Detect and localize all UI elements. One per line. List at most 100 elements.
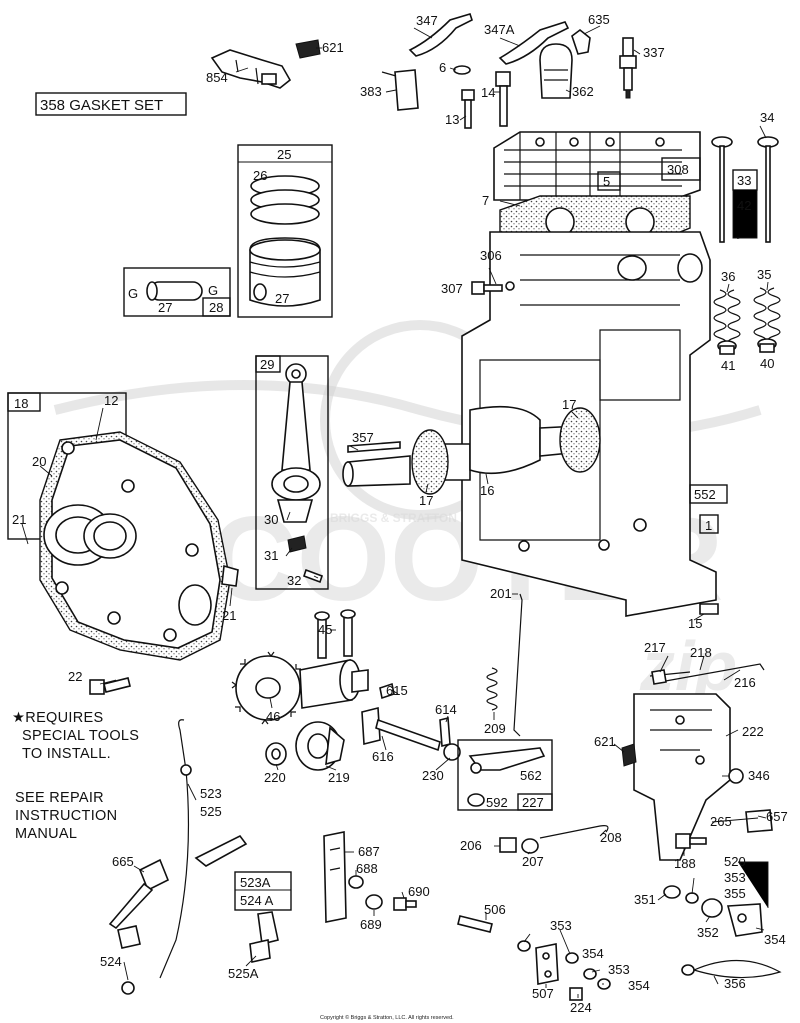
part-621-clip-lower — [621, 743, 637, 767]
note-repair-manual-line-2: INSTRUCTION — [15, 808, 117, 824]
callout-506: 506 — [484, 902, 506, 917]
callout-354-mid: 354 — [582, 946, 604, 961]
callout-box-18-tag — [7, 392, 41, 412]
callout-357: 357 — [352, 430, 374, 445]
callout-box-28 — [202, 297, 231, 317]
callout-34: 34 — [760, 110, 774, 125]
part-525a-sensor — [249, 911, 279, 963]
callout-21-right: 21 — [222, 608, 236, 623]
part-36-spring — [713, 289, 741, 347]
callout-20: 20 — [32, 454, 46, 469]
callout-355: 355 — [724, 886, 746, 901]
part-688-nut — [348, 875, 364, 889]
callout-209: 209 — [484, 721, 506, 736]
callout-box-wrist-pin — [123, 267, 231, 317]
note-special-tools-line-3: TO INSTALL. — [22, 746, 111, 762]
callout-28: 28 — [209, 300, 223, 315]
callout-46: 46 — [266, 709, 280, 724]
callout-box-227 — [457, 739, 553, 811]
callout-524: 524 — [100, 954, 122, 969]
callout-32: 32 — [287, 573, 301, 588]
part-357-key — [347, 441, 401, 453]
callout-353-low: 353 — [608, 962, 630, 977]
note-special-tools-line-1: ★REQUIRES — [12, 710, 103, 726]
callout-524a: 524 A — [240, 893, 274, 908]
part-219-governor-gear — [295, 721, 345, 771]
callout-354-right: 354 — [764, 932, 786, 947]
callout-7: 7 — [482, 193, 489, 208]
callout-687: 687 — [358, 844, 380, 859]
callout-562: 562 — [520, 768, 542, 783]
part-507-plate — [535, 943, 559, 985]
callout-labels: 854 621 347 347A 635 337 6 383 14 362 13… — [12, 12, 788, 1015]
part-347-link — [408, 13, 473, 57]
part-6-washer — [453, 65, 471, 75]
part-40-retainer — [757, 338, 777, 353]
part-615-pin — [379, 682, 395, 700]
callout-15: 15 — [688, 616, 702, 631]
callout-31: 31 — [264, 548, 278, 563]
callout-27-pin: 27 — [158, 300, 172, 315]
callout-337: 337 — [643, 45, 665, 60]
part-230-washer — [443, 743, 461, 761]
callout-592: 592 — [486, 795, 508, 810]
callout-616: 616 — [372, 749, 394, 764]
callout-22: 22 — [68, 669, 82, 684]
callout-621-top: 621 — [322, 40, 344, 55]
callout-383: 383 — [360, 84, 382, 99]
part-665-sensor — [108, 858, 170, 930]
callout-307: 307 — [441, 281, 463, 296]
callout-33: 33 — [737, 173, 751, 188]
callout-230: 230 — [422, 768, 444, 783]
part-506-screw — [457, 915, 493, 933]
part-347a-link — [498, 21, 570, 65]
callout-308: 308 — [667, 162, 689, 177]
callout-615: 615 — [386, 683, 408, 698]
callout-26: 26 — [253, 168, 267, 183]
part-621-clip — [295, 39, 321, 59]
callout-227: 227 — [522, 795, 544, 810]
callout-box-523a — [234, 871, 292, 911]
callout-box-5 — [597, 171, 621, 191]
callout-45: 45 — [318, 622, 332, 637]
callout-16: 16 — [480, 483, 494, 498]
callout-1: 1 — [705, 518, 712, 533]
callout-362: 362 — [572, 84, 594, 99]
callout-25: 25 — [277, 147, 291, 162]
callout-525a: 525A — [228, 966, 259, 981]
callout-41: 41 — [721, 358, 735, 373]
part-29-connecting-rod — [271, 363, 321, 501]
callout-351: 351 — [634, 892, 656, 907]
callout-6: 6 — [439, 60, 446, 75]
part-35-spring — [753, 287, 781, 345]
part-32-bolt — [302, 568, 324, 584]
leader-lines — [21, 25, 769, 998]
part-224-screw — [569, 987, 583, 1001]
part-337-spark-plug — [619, 37, 637, 99]
part-21-seal-plug — [221, 564, 239, 587]
callout-657: 657 — [766, 809, 788, 824]
callout-5: 5 — [603, 174, 610, 189]
part-307-bolt — [471, 281, 503, 295]
note-repair-manual-line-3: MANUAL — [15, 826, 77, 842]
callout-218: 218 — [690, 645, 712, 660]
part-222-control-bracket — [633, 693, 731, 861]
callout-347: 347 — [416, 13, 438, 28]
part-616-governor-crank — [361, 706, 441, 752]
part-12-crankcase-cover — [39, 431, 231, 661]
callout-box-227-tag — [517, 793, 553, 811]
gasket-set-box — [35, 92, 187, 116]
part-687-bracket — [323, 831, 347, 923]
callout-356: 356 — [724, 976, 746, 991]
callout-352: 352 — [697, 925, 719, 940]
part-520-brake-assy — [663, 885, 763, 937]
callout-36: 36 — [721, 269, 735, 284]
watermark-brand-sub: zip — [639, 627, 737, 705]
callout-30: 30 — [264, 512, 278, 527]
part-690-screw — [393, 897, 417, 911]
callout-854: 854 — [206, 70, 228, 85]
part-562-lever — [468, 747, 546, 774]
part-854-bracket — [210, 49, 292, 89]
callout-box-29-tag — [255, 355, 281, 373]
part-46-cam-gear — [231, 651, 369, 725]
